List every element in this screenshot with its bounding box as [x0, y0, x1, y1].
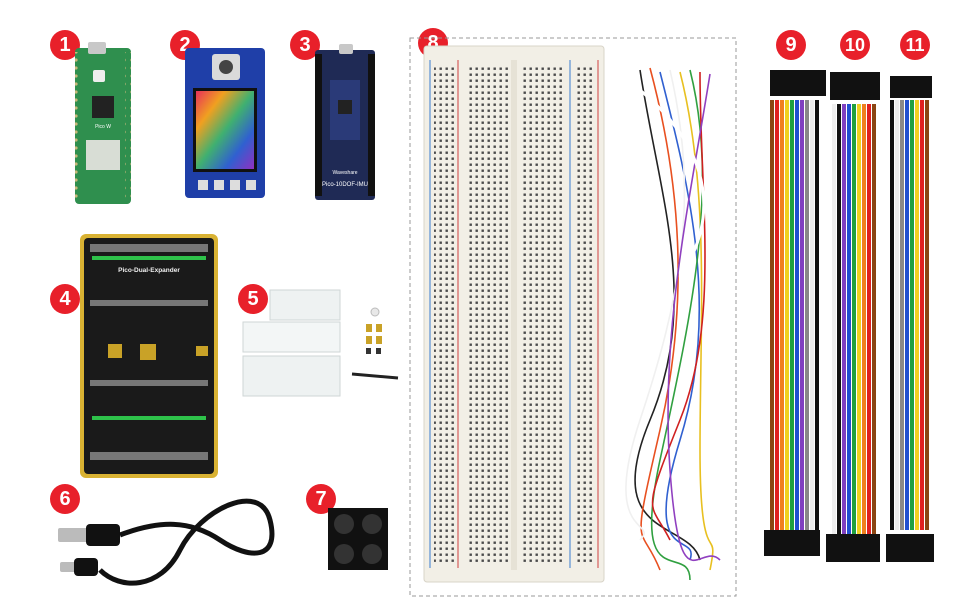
imu-label: Pico-10DOF-IMU	[322, 182, 368, 188]
jumper-ribbon-11	[886, 76, 934, 562]
pico-w-board: Pico W	[75, 42, 131, 204]
usb-cable	[58, 498, 275, 586]
item-badge-10: 10	[840, 30, 870, 60]
item-badge-11: 11	[900, 30, 930, 60]
rubber-feet	[328, 508, 388, 570]
item-badge-6: 6	[50, 484, 80, 514]
breadboard	[423, 45, 605, 583]
imu-brand: Waveshare	[332, 170, 357, 176]
imu-module: Waveshare Pico-10DOF-IMU	[315, 44, 375, 200]
item-badge-4: 4	[50, 284, 80, 314]
item-badge-8: 8	[418, 28, 448, 58]
expander-label: Pico-Dual-Expander	[118, 267, 180, 274]
jumper-ribbon-9	[764, 70, 826, 556]
item-badge-7: 7	[306, 484, 336, 514]
breadboard-frame	[409, 37, 737, 597]
item-badge-9: 9	[776, 30, 806, 60]
item-badge-2: 2	[170, 30, 200, 60]
dual-expander-board: Pico-Dual-Expander	[80, 234, 218, 478]
item-badge-1: 1	[50, 30, 80, 60]
jumper-ribbon-10	[826, 72, 880, 562]
jumper-wire-bundle	[625, 67, 721, 581]
pico-w-label: Pico W	[95, 124, 111, 130]
item-badge-5: 5	[238, 284, 268, 314]
lcd-module	[185, 48, 265, 198]
item-badge-3: 3	[290, 30, 320, 60]
